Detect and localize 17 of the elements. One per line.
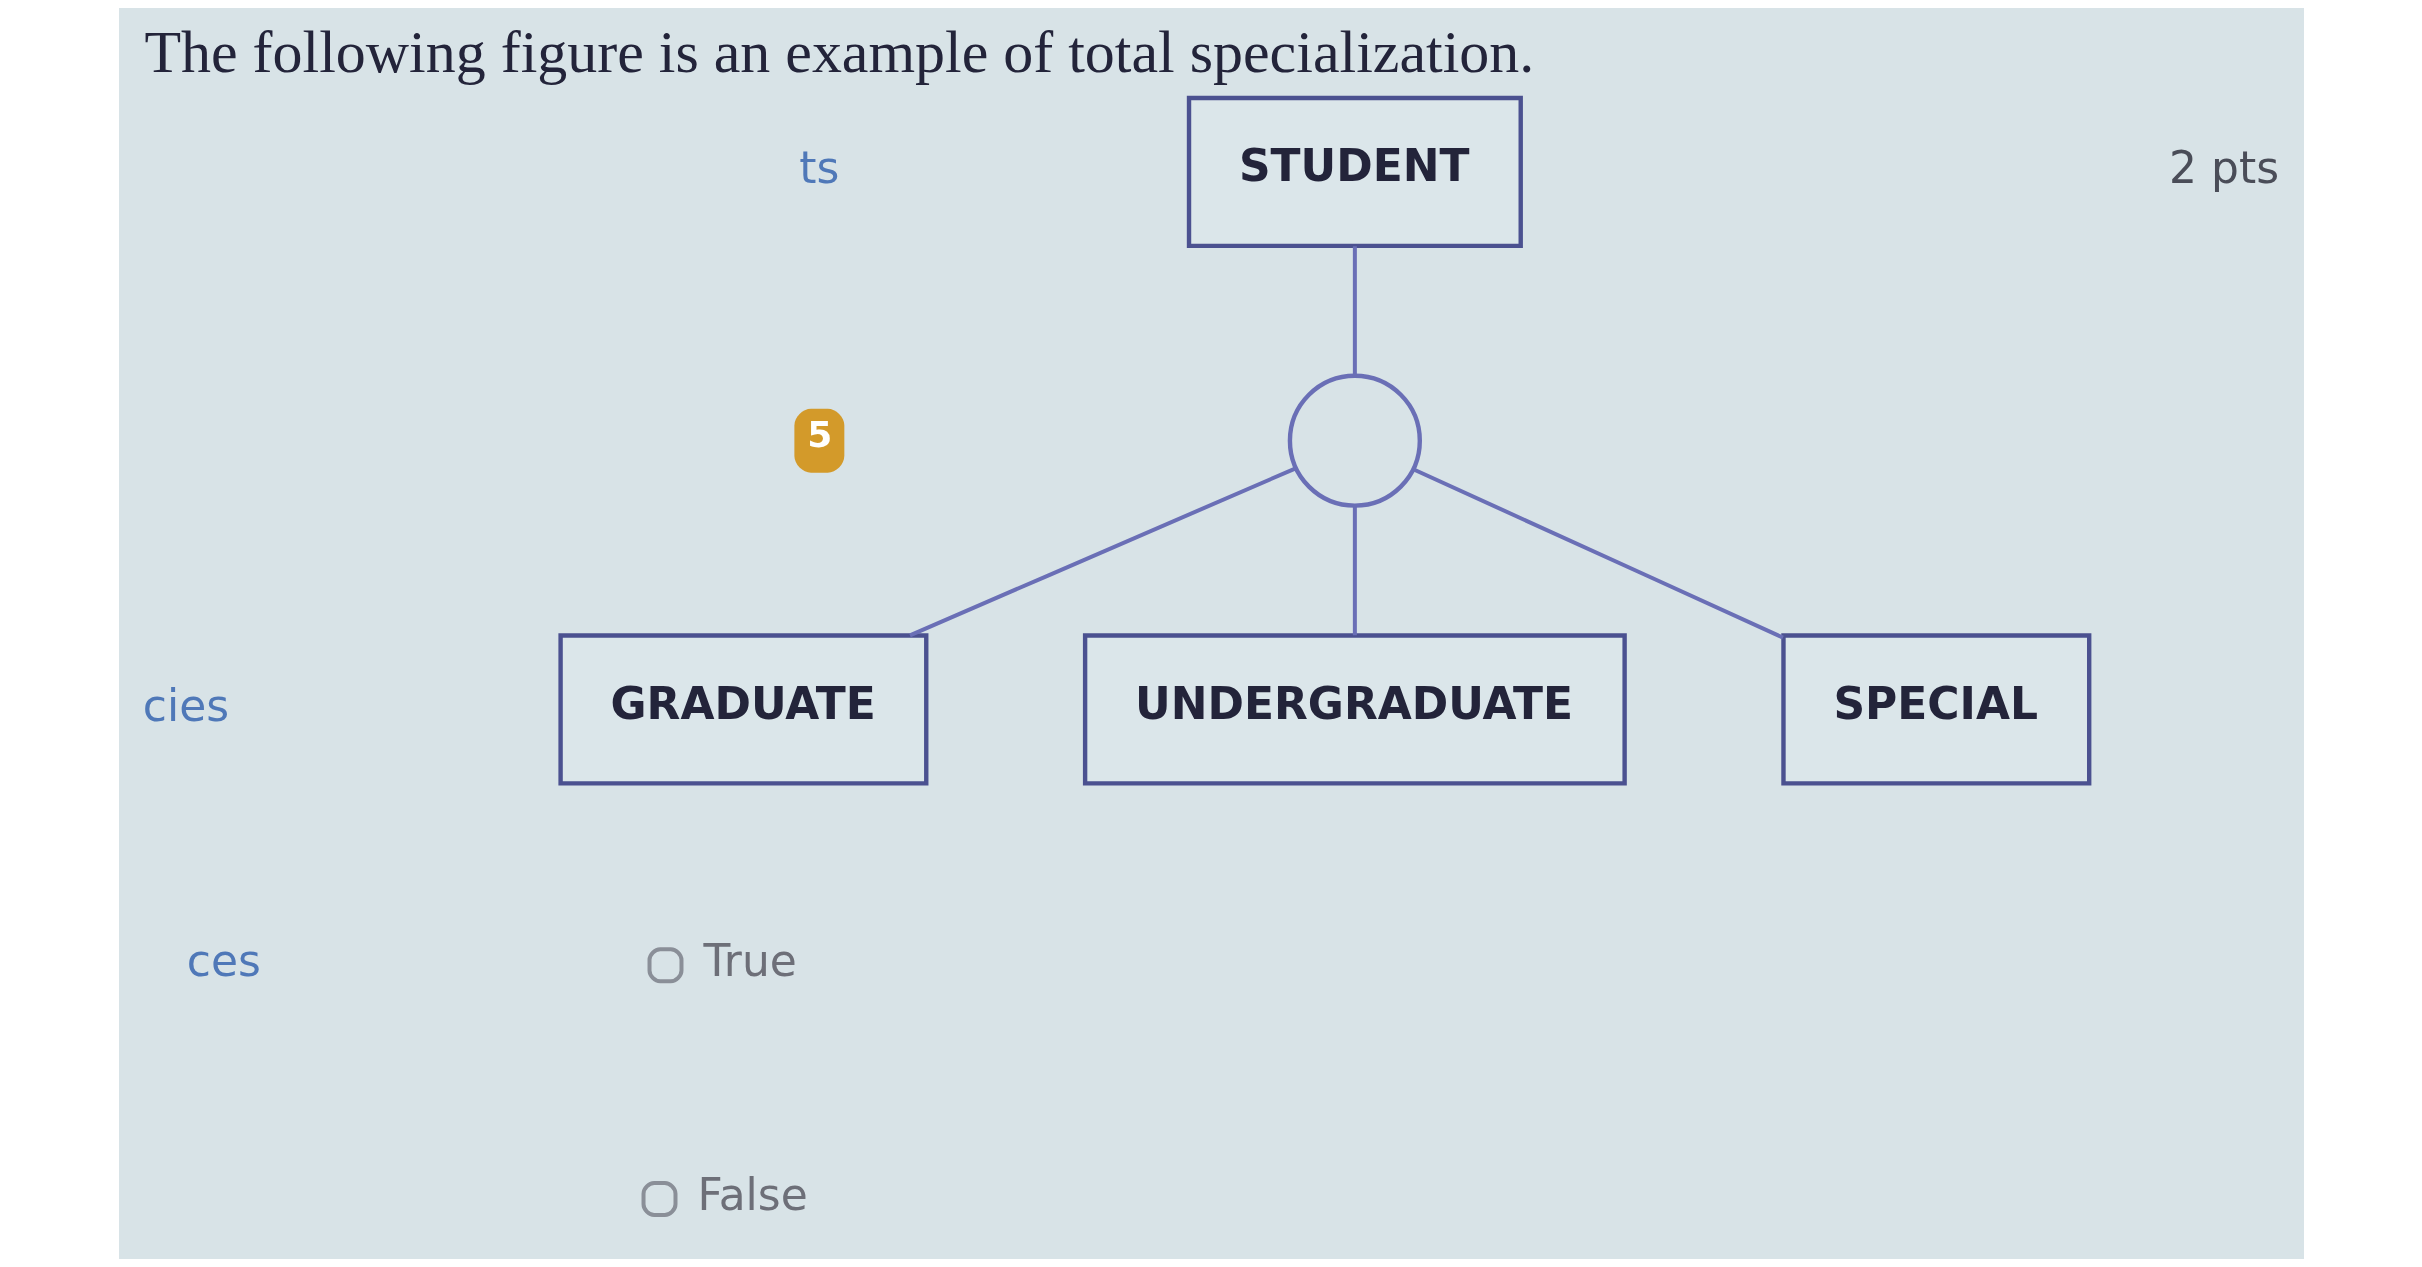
label: 5 (806, 414, 832, 456)
node-circle (1287, 373, 1422, 508)
connector (1352, 506, 1357, 636)
connector (1411, 467, 1784, 640)
label: cies (142, 679, 229, 731)
label: ts (798, 142, 839, 194)
label: True (702, 935, 797, 987)
node-box: UNDERGRADUATE (1082, 633, 1627, 786)
node-box: GRADUATE (557, 633, 928, 786)
diagram-title: The following figure is an example of total specialization. (143, 19, 1534, 86)
node-box: STUDENT (1186, 95, 1523, 249)
connector (1352, 246, 1357, 376)
label: False (696, 1169, 808, 1221)
connector (908, 466, 1296, 638)
label: 2 pts (2168, 142, 2279, 194)
label: ces (186, 935, 261, 987)
node-box: SPECIAL (1780, 633, 2091, 786)
